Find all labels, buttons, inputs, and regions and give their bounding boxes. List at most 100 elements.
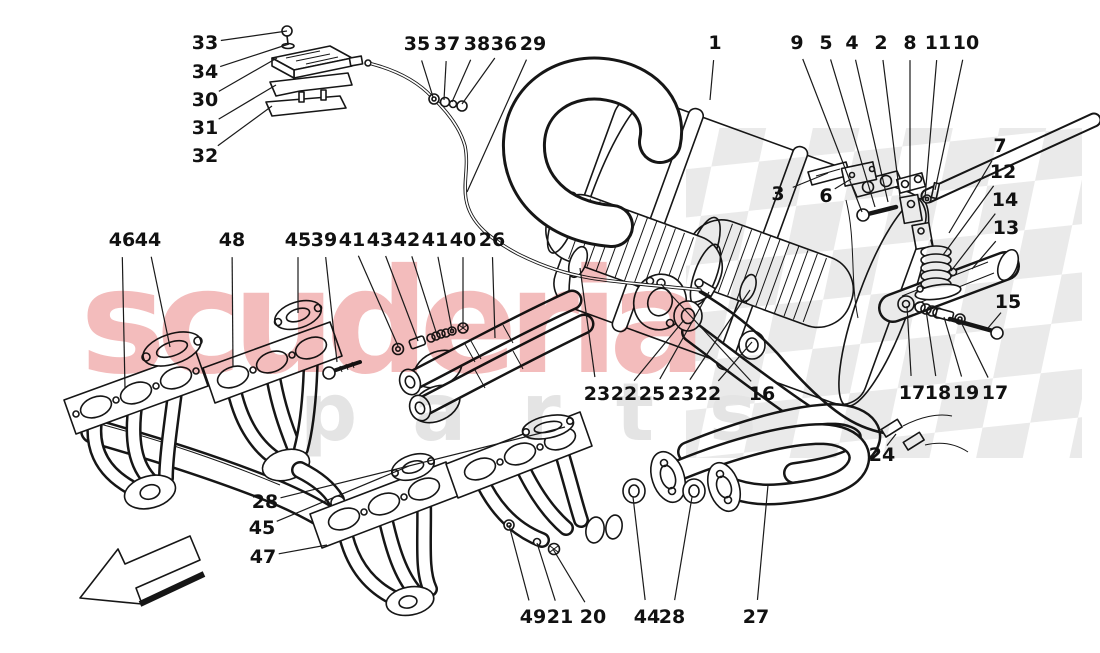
callout-label-31: 31 [191, 117, 219, 139]
leader-line-28 [280, 426, 566, 499]
leader-line-42 [411, 256, 438, 336]
manifold-gaskets-upper [141, 299, 323, 367]
leader-line-22 [633, 319, 685, 382]
leader-line-6 [834, 178, 852, 190]
callout-label-3: 3 [771, 183, 785, 205]
direction-arrow [79, 535, 206, 607]
callout-label-41: 41 [421, 229, 449, 251]
callout-label-13: 13 [992, 217, 1020, 239]
callout-label-43: 43 [366, 229, 394, 251]
leader-line-17 [906, 305, 912, 376]
leader-line-44 [150, 256, 171, 348]
callout-label-17: 17 [898, 382, 926, 404]
leader-line-17 [959, 319, 989, 378]
callout-label-24: 24 [868, 444, 896, 466]
leader-line-49 [508, 524, 530, 601]
leader-line-38 [451, 59, 472, 103]
leader-line-5 [830, 59, 876, 208]
callout-label-49: 49 [519, 606, 547, 628]
leader-line-20 [552, 548, 586, 603]
leader-line-22 [717, 341, 753, 382]
leader-line-19 [943, 316, 963, 377]
callout-label-28: 28 [251, 491, 279, 513]
callout-label-38: 38 [463, 33, 491, 55]
callout-label-37: 37 [433, 33, 461, 55]
watermark-layer: scuderia parts [80, 128, 1082, 459]
callout-label-22: 22 [694, 383, 722, 405]
callout-label-12: 12 [989, 161, 1017, 183]
seal-rings [622, 478, 706, 504]
leader-line-43 [385, 255, 419, 342]
leader-line-28 [674, 496, 693, 601]
leader-line-23 [579, 267, 596, 378]
callout-label-27: 27 [742, 606, 770, 628]
leader-line-18 [925, 309, 937, 377]
callout-label-30: 30 [191, 89, 219, 111]
manifold-gaskets-lower [390, 414, 575, 482]
leader-line-33 [220, 30, 288, 42]
lambda-sensor-cable [370, 62, 702, 292]
callout-label-33: 33 [191, 32, 219, 54]
callout-label-20: 20 [579, 606, 607, 628]
leader-line-24 [886, 433, 897, 447]
leader-line-21 [536, 542, 556, 601]
callout-label-34: 34 [191, 61, 219, 83]
callout-label-48: 48 [218, 229, 246, 251]
callout-label-2: 2 [874, 32, 888, 54]
leader-line-36 [461, 57, 496, 105]
leader-line-48 [231, 257, 234, 367]
leader-line-45 [276, 465, 410, 522]
callout-label-10: 10 [952, 32, 980, 54]
exhaust-manifold-48 [202, 321, 346, 511]
leader-line-29 [466, 59, 528, 193]
callout-label-7: 7 [993, 135, 1007, 157]
callout-label-22: 22 [610, 383, 638, 405]
callout-label-45: 45 [284, 229, 312, 251]
leader-line-23 [689, 289, 751, 381]
callout-label-45: 45 [248, 517, 276, 539]
inlet-elbow [501, 56, 684, 248]
leader-line-13 [971, 240, 997, 270]
leader-line-7 [948, 160, 993, 234]
callout-label-35: 35 [403, 33, 431, 55]
callout-label-47: 47 [249, 546, 277, 568]
callout-label-26: 26 [478, 229, 506, 251]
callout-label-36: 36 [490, 33, 518, 55]
leader-line-12 [942, 185, 995, 256]
callout-label-40: 40 [449, 229, 477, 251]
leader-line-3 [792, 172, 829, 188]
leader-line-39 [325, 256, 338, 363]
callout-label-17: 17 [981, 382, 1009, 404]
leader-line-41 [437, 256, 453, 331]
callout-label-18: 18 [924, 382, 952, 404]
leader-line-16 [660, 283, 752, 382]
leader-line-2 [882, 59, 901, 198]
callout-label-23: 23 [583, 383, 611, 405]
brand-watermark: scuderia [80, 238, 697, 407]
leader-line-10 [934, 59, 964, 191]
leader-line-37 [443, 61, 447, 101]
leader-line-30 [218, 57, 278, 92]
callout-label-14: 14 [991, 189, 1019, 211]
leader-line-47 [278, 544, 328, 555]
ecu-assembly [265, 25, 372, 117]
callout-label-8: 8 [903, 32, 917, 54]
callout-label-11: 11 [924, 32, 952, 54]
leader-line-35 [421, 60, 434, 98]
leader-line-46 [121, 257, 126, 389]
callout-label-23: 23 [667, 383, 695, 405]
leader-line-1 [709, 60, 715, 101]
leader-line-11 [924, 60, 938, 199]
callout-label-4: 4 [845, 32, 859, 54]
callout-label-32: 32 [191, 145, 219, 167]
front-pipes [398, 289, 595, 424]
callout-label-41: 41 [338, 229, 366, 251]
callout-label-46: 46 [108, 229, 136, 251]
callout-label-9: 9 [790, 32, 804, 54]
callout-label-6: 6 [819, 185, 833, 207]
callout-label-1: 1 [708, 32, 722, 54]
callout-label-44: 44 [134, 229, 162, 251]
